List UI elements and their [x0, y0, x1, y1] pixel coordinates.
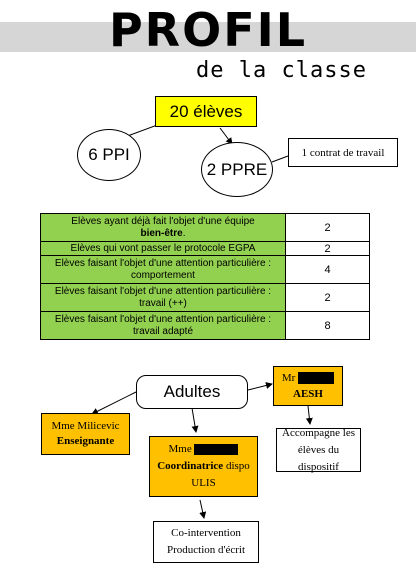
- coordinatrice-prefix: Mme: [168, 443, 192, 455]
- ppre-label: 2 PPRE: [206, 159, 268, 179]
- arrow-to-aesh: [247, 382, 273, 391]
- redacted-name: [298, 372, 335, 385]
- row-value: 4: [285, 255, 370, 284]
- total-students-box: 20 élèves: [155, 96, 257, 127]
- aesh-task-label: Accompagne les élèves du dispositif: [282, 426, 355, 473]
- enseignante-box: Mme Milicevic Enseignante: [41, 413, 130, 455]
- arrow-to-coordinatrice: [191, 407, 199, 433]
- adults-label: Adultes: [163, 382, 221, 401]
- row-value: 2: [285, 213, 370, 242]
- coord-task-2: Production d'écrit: [166, 544, 246, 556]
- coordinatrice-ulis: ULIS: [191, 477, 216, 489]
- coordinatrice-box: Mme Coordinatrice dispo ULIS: [149, 436, 258, 497]
- coord-task-1: Co-intervention: [171, 527, 241, 539]
- page-title: PROFIL: [108, 3, 308, 57]
- enseignante-role: Enseignante: [56, 435, 115, 447]
- title-band: [0, 22, 416, 52]
- total-students-label: 20 élèves: [169, 101, 243, 121]
- arrow-to-coord-task: [199, 499, 207, 519]
- row-value: 2: [285, 283, 370, 312]
- row-label: Elèves ayant déjà fait l'objet d'une équ…: [40, 213, 286, 242]
- aesh-role: AESH: [293, 388, 323, 400]
- coordinatrice-role: Coordinatrice: [157, 460, 224, 472]
- arrow-to-enseignante: [91, 391, 137, 415]
- stats-table: Elèves ayant déjà fait l'objet d'une équ…: [40, 213, 370, 340]
- adults-box: Adultes: [136, 375, 248, 409]
- line-to-contrat: [271, 155, 289, 163]
- row-value: 2: [285, 241, 370, 256]
- enseignante-name: Mme Milicevic: [51, 420, 120, 432]
- ppi-label: 6 PPI: [88, 145, 130, 164]
- coordinatrice-name-line: Mme: [169, 441, 239, 458]
- redacted-name: [194, 443, 239, 455]
- contrat-label: 1 contrat de travail: [301, 146, 385, 159]
- table-row: Elèves faisant l'objet d'une attention p…: [40, 283, 370, 312]
- table-row: Elèves ayant déjà fait l'objet d'une équ…: [40, 213, 370, 242]
- aesh-name-line: Mr: [281, 370, 335, 386]
- ppi-ellipse: 6 PPI: [77, 129, 141, 181]
- page-subtitle: de la classe: [196, 58, 367, 83]
- aesh-task-box: Accompagne les élèves du dispositif: [276, 427, 361, 473]
- coord-task-box: Co-intervention Production d'écrit: [153, 521, 259, 563]
- row-label: Elèves faisant l'objet d'une attention p…: [40, 255, 286, 284]
- aesh-prefix: Mr: [281, 372, 296, 384]
- ppre-ellipse: 2 PPRE: [201, 142, 273, 197]
- table-row: Elèves qui vont passer le protocole EGPA…: [40, 241, 370, 256]
- table-row: Elèves faisant l'objet d'une attention p…: [40, 255, 370, 284]
- row-label: Elèves faisant l'objet d'une attention p…: [40, 311, 286, 340]
- aesh-box: Mr AESH: [273, 366, 343, 406]
- row-label: Elèves faisant l'objet d'une attention p…: [40, 283, 286, 312]
- arrow-to-aesh-task: [305, 405, 313, 425]
- row-label: Elèves qui vont passer le protocole EGPA: [40, 241, 286, 256]
- table-row: Elèves faisant l'objet d'une attention p…: [40, 311, 370, 340]
- row-value: 8: [285, 311, 370, 340]
- row-label-bold: bien-être: [140, 227, 183, 239]
- arrow-to-ppre: [219, 127, 233, 145]
- contrat-box: 1 contrat de travail: [288, 138, 398, 167]
